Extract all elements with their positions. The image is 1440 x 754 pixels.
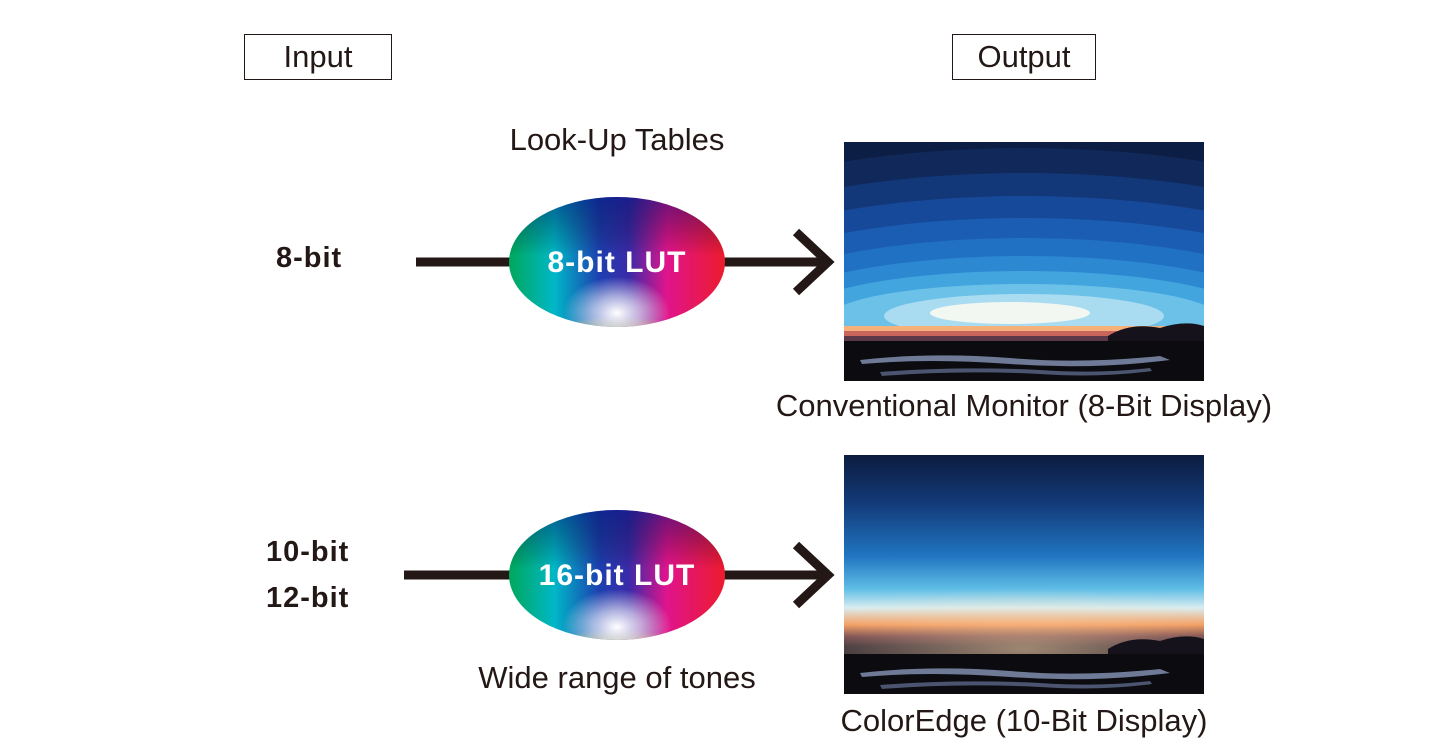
output-header: Output (952, 34, 1096, 80)
tones-caption: Wide range of tones (478, 660, 756, 695)
lut-16bit-label: 16-bit LUT (539, 559, 696, 592)
input-header: Input (244, 34, 392, 80)
conventional-monitor-caption: Conventional Monitor (8-Bit Display) (775, 388, 1273, 423)
arrow-head-8bit (792, 228, 835, 296)
input-10bit-label: 10-bit (266, 536, 350, 568)
arrow-head-10-12bit (792, 541, 835, 609)
lut-16bit-wheel (509, 510, 725, 640)
lut-8bit-wheel (509, 197, 725, 327)
input-8bit-label: 8-bit (276, 242, 343, 274)
lut-8bit-label: 8-bit LUT (548, 246, 687, 279)
lut-caption: Look-Up Tables (509, 122, 725, 157)
coloredge-image (844, 455, 1204, 694)
conventional-monitor-image (844, 142, 1204, 381)
input-12bit-label: 12-bit (266, 582, 350, 614)
coloredge-caption: ColorEdge (10-Bit Display) (840, 703, 1208, 738)
